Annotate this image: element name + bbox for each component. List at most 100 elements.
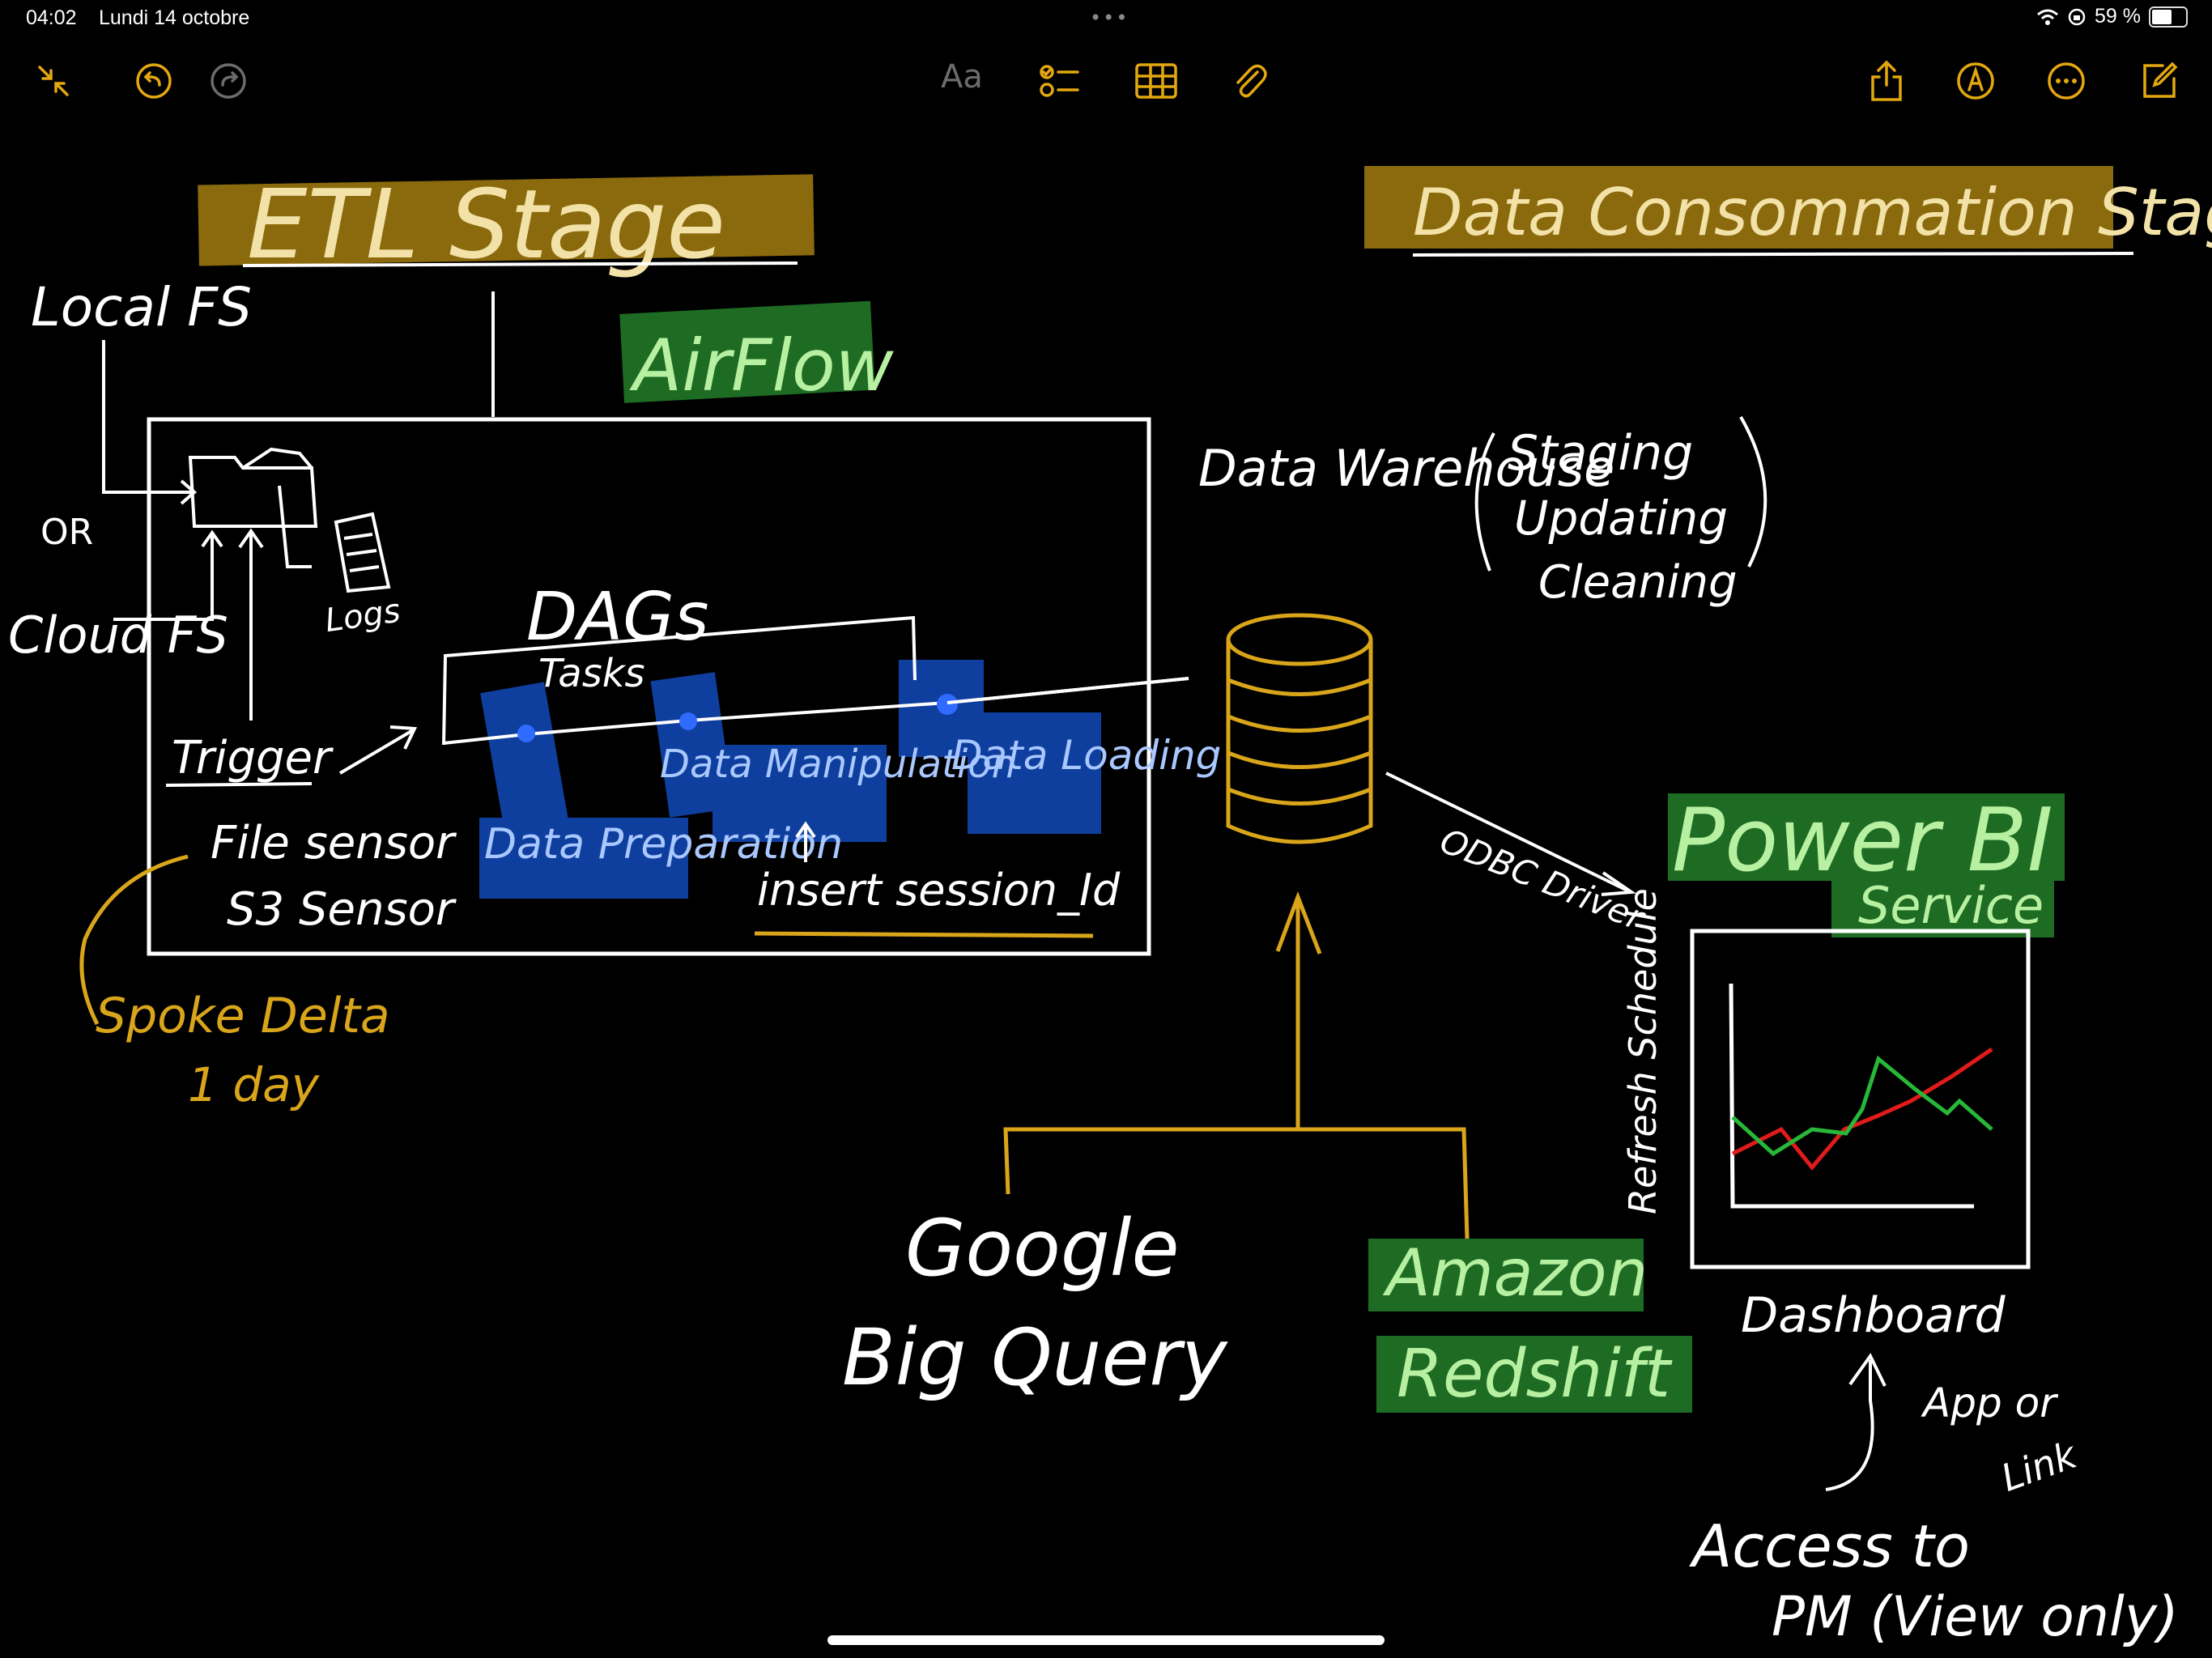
dashboard-red-line — [1731, 1047, 1993, 1171]
task-dot-2 — [679, 712, 697, 730]
more-icon[interactable] — [2042, 57, 2091, 105]
highlight-redshift — [1376, 1336, 1692, 1413]
arrowhead-trigger-dag — [389, 725, 418, 750]
dag-bracket — [442, 615, 917, 746]
paren-left — [1474, 432, 1495, 572]
checklist-icon[interactable] — [1036, 57, 1085, 105]
highlight-task3 — [968, 712, 1101, 834]
dashboard-axes — [1729, 983, 1974, 1209]
label-updating: Updating — [1514, 491, 1728, 546]
compose-icon[interactable] — [2134, 57, 2183, 105]
label-pm: PM (View only) — [1772, 1585, 2179, 1649]
label-data-warehouse: Data Warehouse — [1198, 439, 1614, 498]
highlight-task1 — [479, 818, 688, 899]
line-folder-logs — [278, 485, 312, 568]
label-dags: DAGs — [526, 579, 709, 656]
status-right: 59 % — [2036, 5, 2188, 28]
redo-icon[interactable] — [204, 57, 253, 105]
task-dot-1 — [517, 725, 535, 742]
label-redshift: Redshift — [1397, 1336, 1673, 1413]
label-bigquery: Big Query — [842, 1312, 1228, 1403]
collapse-icon[interactable] — [29, 57, 78, 105]
label-odbc: ODBC Driver — [1435, 821, 1652, 939]
label-refresh: Refresh Schedule — [1621, 888, 1665, 1214]
markup-icon[interactable] — [1951, 57, 2000, 105]
share-icon[interactable] — [1862, 57, 1911, 105]
attachment-icon[interactable] — [1224, 57, 1273, 105]
status-time: 04:02 — [26, 6, 77, 29]
label-power-bi: Power BI — [1672, 790, 2053, 891]
line-dag-to-warehouse — [946, 677, 1189, 704]
label-insert-session: insert session_Id — [757, 865, 1121, 916]
format-button[interactable]: Aa — [941, 58, 983, 96]
label-or: OR — [40, 512, 93, 553]
label-tasks: Tasks — [538, 651, 645, 696]
arrow-access-up — [1825, 1360, 1874, 1491]
label-service: Service — [1858, 876, 2044, 935]
highlight-amazon — [1368, 1239, 1644, 1312]
arrowhead-local-fs — [180, 479, 198, 505]
orientation-lock-icon — [2068, 8, 2086, 25]
arrow-odbc — [1385, 772, 1628, 892]
status-bar: 04:02 Lundi 14 octobre ••• 59 % — [0, 0, 2212, 40]
dashboard-green-line — [1731, 1055, 1993, 1157]
sources-bracket — [1003, 1127, 1470, 1239]
arrow-trigger-dag — [338, 729, 415, 775]
heading-consumption-underline — [1412, 252, 2134, 257]
heading-etl: ETL Stage — [247, 168, 725, 280]
label-data-warehouse-text: Data Warehouse — [1198, 439, 1614, 498]
label-one-day: 1 day — [188, 1057, 320, 1112]
battery-percent: 59 % — [2095, 5, 2141, 28]
arrow-local-fs — [102, 340, 193, 494]
label-task3: Data Loading — [951, 732, 1221, 779]
label-amazon: Amazon — [1382, 1235, 1648, 1311]
arrowhead-sources-up — [1275, 891, 1322, 954]
trigger-underline — [165, 782, 313, 787]
label-logs: Logs — [323, 593, 402, 640]
label-file-sensor: File sensor — [211, 817, 457, 869]
highlight-task2 — [713, 745, 887, 842]
label-dashboard: Dashboard — [1741, 1287, 2006, 1344]
folder-icon — [188, 447, 318, 528]
label-spoke-delta: Spoke Delta — [96, 988, 390, 1044]
label-google: Google — [905, 1203, 1180, 1294]
table-icon[interactable] — [1132, 57, 1180, 105]
arrowhead-odbc — [1601, 871, 1636, 896]
task-dot-3 — [937, 694, 958, 715]
arrow-cloud-fs — [113, 534, 214, 621]
arrowhead-cloud-fs — [201, 529, 223, 548]
label-task1-text: Data Preparation — [484, 820, 843, 869]
multitasking-dots[interactable]: ••• — [1090, 6, 1129, 29]
highlight-etl — [198, 174, 815, 266]
heading-etl-underline — [242, 261, 798, 267]
airflow-box — [147, 417, 1151, 956]
label-airflow: AirFlow — [629, 324, 895, 407]
label-s3-sensor: S3 Sensor — [227, 883, 457, 936]
heading-consumption: Data Consommation Stage — [1413, 175, 2212, 250]
arrowhead-trigger-up — [238, 528, 264, 549]
arrowhead-insert-up — [795, 821, 816, 839]
label-cloud-fs: Cloud FS — [8, 606, 228, 665]
label-access: Access to — [1689, 1512, 1970, 1580]
highlight-airflow — [619, 300, 875, 403]
label-staging: Staging — [1508, 425, 1693, 482]
dashboard-frame — [1690, 929, 2031, 1269]
label-cleaning: Cleaning — [1538, 556, 1738, 609]
logs-icon — [334, 512, 391, 593]
spoke-bracket — [79, 854, 189, 1026]
insert-underline — [754, 931, 1094, 938]
arrowhead-access-up — [1848, 1353, 1887, 1387]
label-app-or: App or — [1921, 1380, 2059, 1426]
highlight-service — [1831, 865, 2054, 937]
wifi-icon — [2037, 9, 2058, 25]
undo-icon[interactable] — [130, 57, 178, 105]
status-date: Lundi 14 octobre — [99, 6, 250, 29]
label-local-fs: Local FS — [31, 276, 252, 338]
label-link: Link — [1996, 1432, 2084, 1500]
label-cloud-fs-text: Cloud FS — [8, 606, 228, 665]
paren-right — [1739, 415, 1767, 568]
home-indicator[interactable] — [827, 1635, 1385, 1645]
highlight-consumption — [1364, 166, 2113, 249]
label-task2: Data Manipulation — [660, 742, 1016, 787]
